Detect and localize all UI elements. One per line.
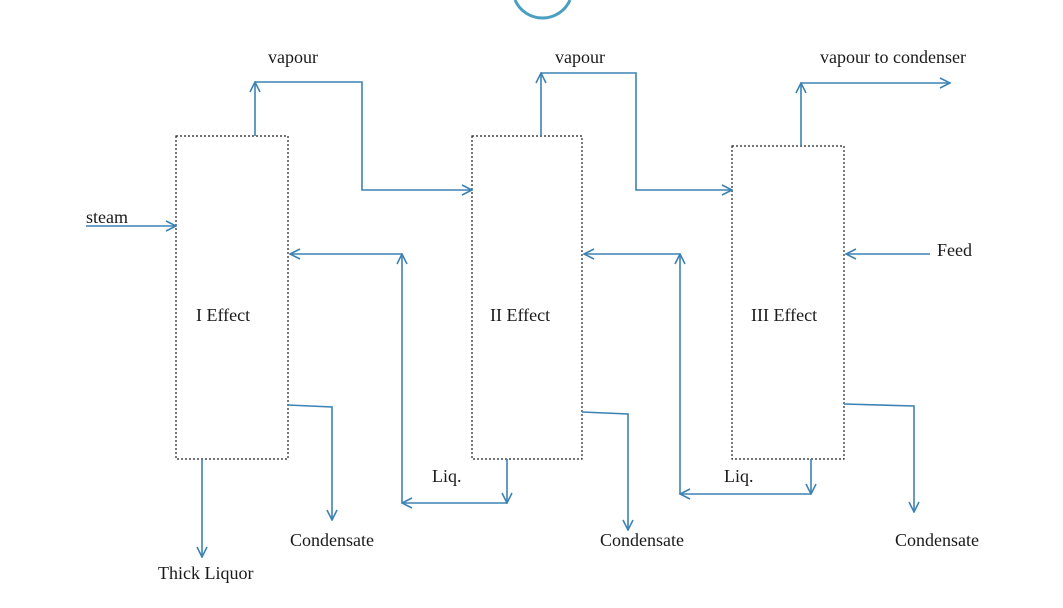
liq-2-label: Liq. (724, 466, 754, 486)
condensate-2-arrow (581, 411, 628, 530)
vapour-1-line (255, 81, 472, 190)
vapour-1-label: vapour (268, 47, 318, 67)
vapour-2-line (541, 72, 732, 190)
liq-1-label: Liq. (432, 466, 462, 486)
thick-liquor-label: Thick Liquor (158, 563, 254, 583)
effect-2-label: II Effect (490, 305, 551, 325)
condensate-1-arrow (287, 404, 332, 520)
effect-3-label: III Effect (751, 305, 818, 325)
feed-label: Feed (937, 240, 972, 260)
top-circle-fragment (513, 0, 572, 20)
condensate-2-label: Condensate (600, 530, 684, 550)
vapour-3-label: vapour to condenser (820, 47, 966, 67)
vapour-2-label: vapour (555, 47, 605, 67)
effect-3-box (731, 145, 845, 460)
steam-label: steam (86, 207, 128, 227)
condensate-3-label: Condensate (895, 530, 979, 550)
condensate-1-label: Condensate (290, 530, 374, 550)
condensate-3-arrow (843, 403, 914, 512)
effect-1-label: I Effect (196, 305, 251, 325)
effect-1-box (175, 135, 289, 460)
effect-2-box (471, 135, 583, 460)
